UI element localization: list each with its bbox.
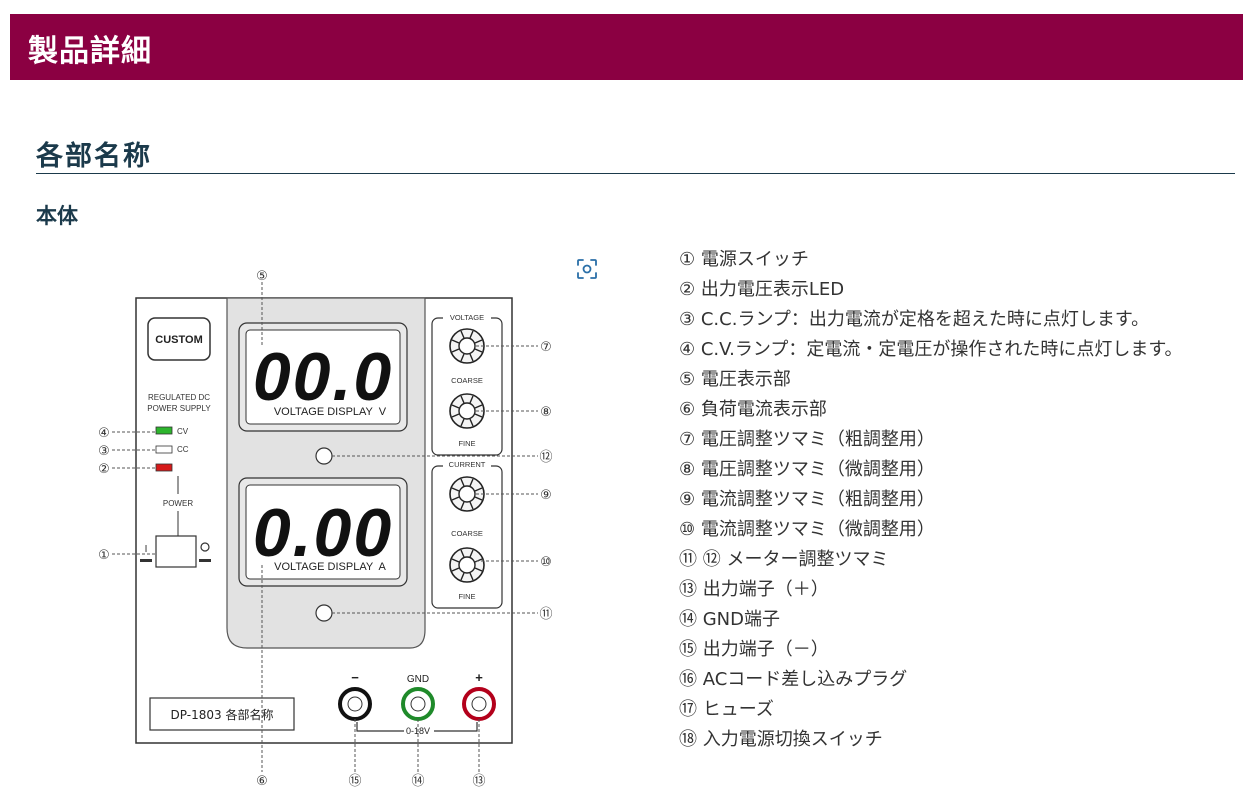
current-readout: 0.00	[253, 495, 393, 571]
current-coarse-label: COARSE	[451, 529, 483, 538]
current-knob-group-label: CURRENT	[449, 460, 486, 469]
terminal-minus-label: −	[351, 670, 359, 685]
product-name-line1: REGULATED DC	[148, 393, 210, 402]
current-display-label: VOLTAGE DISPLAY A	[274, 561, 386, 573]
callout-15: ⑮	[348, 774, 361, 789]
parts-list-item: ⑭ GND端子	[679, 609, 780, 630]
parts-list: ① 電源スイッチ ② 出力電圧表示LED ③ C.C.ランプ：出力電流が定格を超…	[679, 245, 1219, 755]
callout-6: ⑥	[256, 774, 268, 789]
parts-list-item: ⑩ 電流調整ツマミ（微調整用）	[679, 519, 935, 540]
switch-on-mark: I	[145, 544, 148, 555]
terminal-gnd-label: GND	[407, 674, 429, 685]
parts-list-item: ② 出力電圧表示LED	[679, 279, 845, 300]
model-caption-box	[149, 697, 295, 731]
voltage-knob-group	[431, 317, 503, 456]
voltage-display-frame	[238, 322, 408, 432]
page-title: 製品詳細	[28, 34, 152, 69]
power-switch	[155, 535, 197, 568]
voltage-fine-label: FINE	[458, 439, 475, 448]
callout-13: ⑬	[472, 774, 485, 789]
current-coarse-knob	[449, 476, 485, 512]
parts-list-item: ⑨ 電流調整ツマミ（粗調整用）	[679, 489, 935, 510]
device-body	[135, 297, 513, 744]
callout-1: ①	[98, 548, 110, 563]
parts-list-item: ⑧ 電圧調整ツマミ（微調整用）	[679, 459, 935, 480]
callout-5: ⑤	[256, 269, 268, 284]
terminal-plus-label: +	[475, 670, 483, 685]
terminal-minus	[338, 687, 372, 721]
current-knob-group	[431, 465, 503, 609]
parts-list-item: ⑥ 負荷電流表示部	[679, 399, 827, 420]
page-header-banner: 製品詳細	[10, 14, 1243, 80]
callout-12: ⑫	[539, 450, 552, 465]
voltage-coarse-knob	[449, 328, 485, 364]
callout-14: ⑭	[411, 774, 424, 789]
output-range-label: 0-18V	[406, 726, 430, 736]
callout-2: ②	[98, 462, 110, 477]
product-name-line2: POWER SUPPLY	[147, 404, 211, 413]
parts-list-item: ③ C.C.ランプ：出力電流が定格を超えた時に点灯します。	[679, 309, 1150, 330]
parts-list-item: ⑰ ヒューズ	[679, 699, 774, 720]
voltage-readout: 00.0	[253, 339, 393, 415]
callout-7: ⑦	[540, 340, 552, 355]
voltage-display-screen	[245, 329, 401, 425]
callout-10: ⑩	[540, 555, 552, 570]
cc-lamp	[155, 445, 173, 454]
parts-list-item: ⑯ ACコード差し込みプラグ	[679, 669, 908, 690]
power-led	[155, 463, 173, 472]
brand-logo	[147, 317, 211, 361]
meter-adjust-knob-11	[315, 604, 333, 622]
voltage-fine-knob	[449, 393, 485, 429]
voltage-knob-group-label: VOLTAGE	[450, 313, 484, 322]
section-divider	[36, 173, 1235, 174]
callout-11: ⑪	[539, 607, 552, 622]
display-bay	[226, 297, 426, 649]
parts-list-item: ⑱ 入力電源切換スイッチ	[679, 729, 883, 750]
switch-off-mark	[200, 542, 210, 552]
parts-list-item: ① 電源スイッチ	[679, 249, 809, 270]
zoom-scan-icon[interactable]	[576, 258, 598, 280]
current-display-screen	[245, 484, 401, 580]
subsection-title: 本体	[36, 204, 78, 228]
meter-adjust-knob-12	[315, 447, 333, 465]
parts-list-item: ⑪ ⑫ メーター調整ツマミ	[679, 549, 889, 570]
voltage-display-label: VOLTAGE DISPLAY V	[274, 406, 387, 418]
brand-logo-text: CUSTOM	[155, 334, 202, 346]
cv-lamp	[155, 426, 173, 435]
current-fine-knob	[449, 547, 485, 583]
section-title: 各部名称	[36, 141, 152, 172]
parts-list-item: ⑦ 電圧調整ツマミ（粗調整用）	[679, 429, 935, 450]
callout-9: ⑨	[540, 488, 552, 503]
terminal-plus	[462, 687, 496, 721]
parts-list-item: ⑮ 出力端子（－）	[679, 639, 829, 660]
parts-list-item: ⑬ 出力端子（＋）	[679, 579, 829, 600]
voltage-coarse-label: COARSE	[451, 376, 483, 385]
parts-list-item: ④ C.V.ランプ：定電流・定電圧が操作された時に点灯します。	[679, 339, 1183, 360]
callout-3: ③	[98, 444, 110, 459]
parts-list-item: ⑤ 電圧表示部	[679, 369, 791, 390]
callout-4: ④	[98, 426, 110, 441]
callout-8: ⑧	[540, 405, 552, 420]
current-fine-label: FINE	[458, 592, 475, 601]
model-caption: DP-1803 各部名称	[171, 707, 274, 722]
cv-lamp-label: CV	[177, 427, 189, 436]
cc-lamp-label: CC	[177, 445, 189, 454]
power-label: POWER	[163, 499, 193, 508]
terminal-gnd	[401, 687, 435, 721]
current-display-frame	[238, 477, 408, 587]
